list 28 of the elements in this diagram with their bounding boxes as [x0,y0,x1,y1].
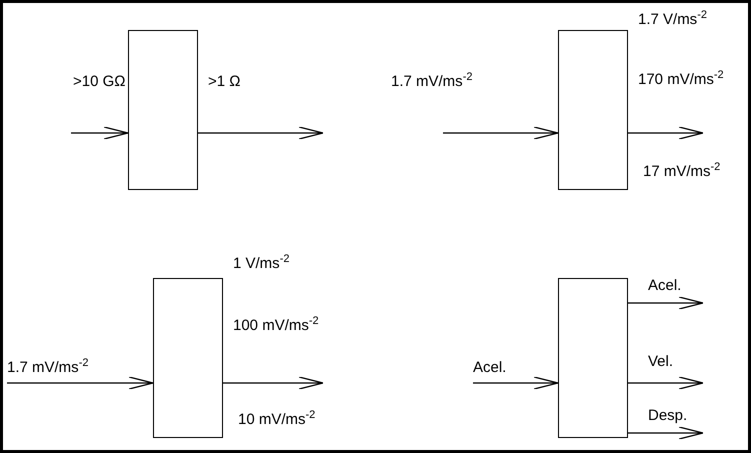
arrow [71,126,129,140]
value-label: 1.7 V/ms$^{-2}$ [638,11,707,29]
edge-label: >1 Ω [208,73,240,91]
arrow [223,376,324,390]
arrow [473,376,559,390]
arrow [198,126,324,140]
block-box [128,30,198,190]
value-label: 100 mV/ms$^{-2}$ [233,317,319,335]
edge-label: Vel. [648,353,674,371]
edge-label: Acel. [473,359,506,377]
arrow [628,126,704,140]
value-label: 17 mV/ms$^{-2}$ [643,163,720,181]
edge-label: Acel. [648,277,682,295]
arrow [628,296,704,310]
edge-label: >10 GΩ [73,73,126,91]
edge-label: 1.7 mV/ms$^{-2}$ [391,73,472,91]
value-label: 10 mV/ms$^{-2}$ [238,411,316,429]
arrow [628,376,704,390]
value-label: 1 V/ms$^{-2}$ [233,255,290,273]
block-box [558,30,628,190]
arrow [628,426,704,440]
edge-label: Desp. [648,407,688,425]
value-label: 170 mV/ms$^{-2}$ [638,71,724,89]
arrow [443,126,559,140]
arrow [7,376,154,390]
block-box [153,278,223,438]
edge-label: 1.7 mV/ms$^{-2}$ [7,359,88,377]
block-box [558,278,628,438]
